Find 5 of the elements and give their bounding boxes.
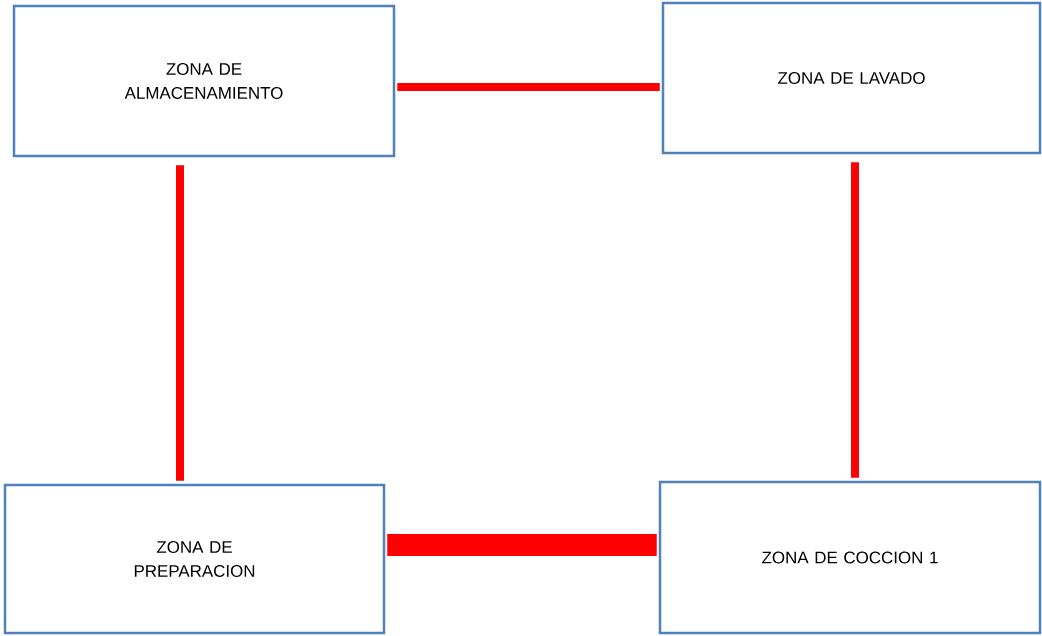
zone-box: ZONA DE PREPARACION [3, 483, 386, 635]
zone-box: ZONA DE LAVADO [661, 1, 1042, 155]
zone-box: ZONA DE COCCION 1 [658, 480, 1042, 635]
connector-line [387, 534, 657, 556]
zone-box: ZONA DE ALMACENAMIENTO [12, 4, 396, 158]
